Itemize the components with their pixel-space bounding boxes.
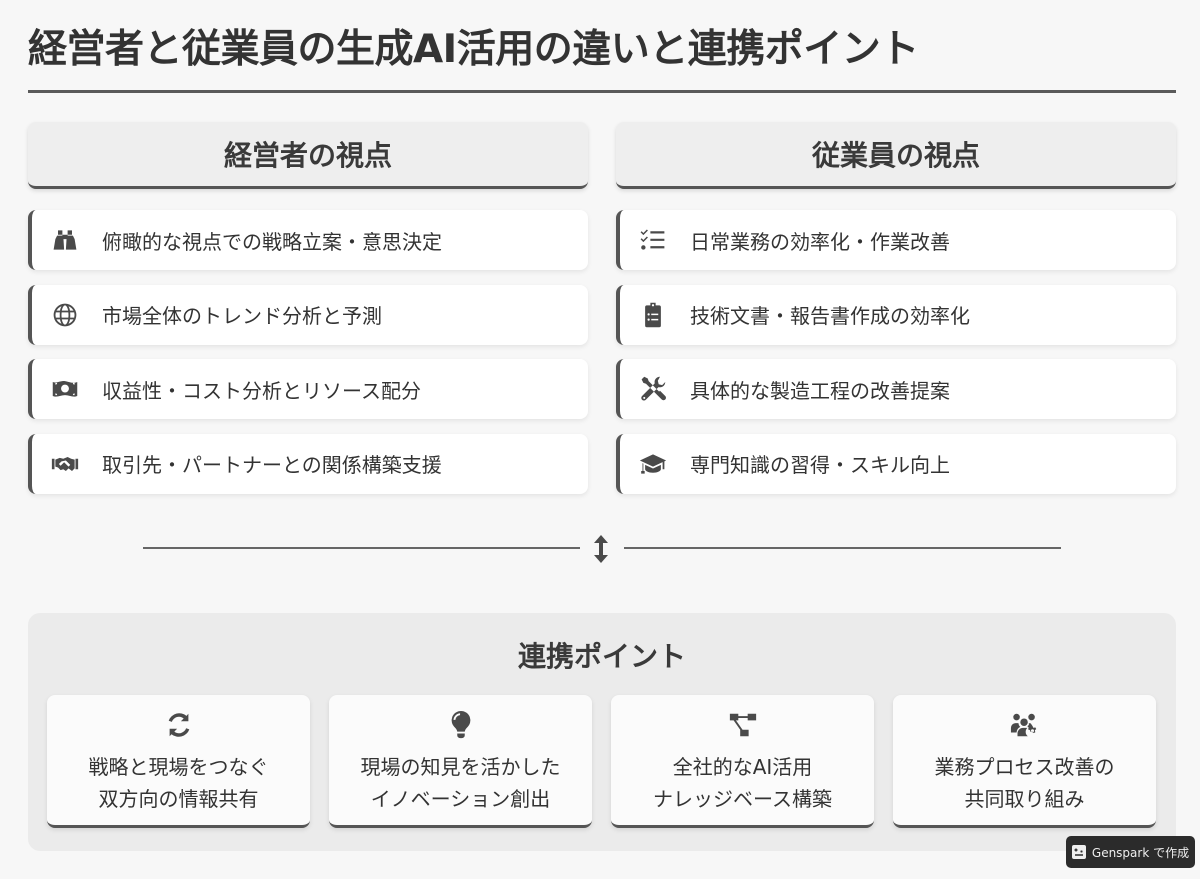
list-item: 具体的な製造工程の改善提案 xyxy=(616,359,1176,419)
executive-perspective-column: 経営者の視点 俯瞰的な視点での戦略立案・意思決定 市場全体のトレンド分析と予測 … xyxy=(28,122,588,508)
list-item: 日常業務の効率化・作業改善 xyxy=(616,210,1176,270)
collaboration-card: 全社的なAI活用 ナレッジベース構築 xyxy=(611,695,874,828)
users-cog-icon xyxy=(1009,709,1041,741)
genspark-logo-icon xyxy=(1071,845,1086,859)
item-text: 専門知識の習得・スキル向上 xyxy=(690,453,950,477)
divider-line-right xyxy=(624,547,1061,549)
list-item: 専門知識の習得・スキル向上 xyxy=(616,433,1176,494)
tools-icon xyxy=(638,374,668,404)
item-text: 取引先・パートナーとの関係構築支援 xyxy=(102,453,442,477)
handshake-icon xyxy=(50,449,80,479)
card-line-2: ナレッジベース構築 xyxy=(653,787,832,811)
collaboration-card: 現場の知見を活かした イノベーション創出 xyxy=(329,695,592,828)
list-item: 収益性・コスト分析とリソース配分 xyxy=(28,359,588,419)
divider-line-left xyxy=(143,547,580,549)
card-line-1: 全社的なAI活用 xyxy=(672,755,813,779)
collaboration-panel: 連携ポイント 戦略と現場をつなぐ 双方向の情報共有 現場の知見を活かした イノベ… xyxy=(28,613,1176,851)
clipboard-list-icon xyxy=(638,300,668,330)
list-item: 取引先・パートナーとの関係構築支援 xyxy=(28,433,588,494)
arrows-up-down-icon xyxy=(591,535,611,563)
executive-header: 経営者の視点 xyxy=(28,122,588,189)
graduation-cap-icon xyxy=(638,449,668,479)
card-line-2: イノベーション創出 xyxy=(370,787,551,811)
item-text: 市場全体のトレンド分析と予測 xyxy=(102,304,382,328)
title-divider xyxy=(28,90,1176,93)
collaboration-card: 戦略と現場をつなぐ 双方向の情報共有 xyxy=(47,695,310,828)
item-text: 技術文書・報告書作成の効率化 xyxy=(690,304,970,328)
card-line-2: 共同取り組み xyxy=(964,787,1085,811)
card-line-2: 双方向の情報共有 xyxy=(98,787,259,811)
badge-label: Genspark で作成 xyxy=(1091,845,1190,860)
card-line-1: 業務プロセス改善の xyxy=(934,755,1115,779)
list-check-icon xyxy=(638,225,668,255)
item-text: 日常業務の効率化・作業改善 xyxy=(690,229,950,254)
card-line-1: 戦略と現場をつなぐ xyxy=(88,755,269,779)
list-item: 市場全体のトレンド分析と予測 xyxy=(28,284,588,345)
genspark-badge[interactable]: Genspark で作成 xyxy=(1066,836,1195,868)
project-diagram-icon xyxy=(727,709,759,741)
page-title: 経営者と従業員の生成AI活用の違いと連携ポイント xyxy=(28,27,919,72)
employee-perspective-column: 従業員の視点 日常業務の効率化・作業改善 技術文書・報告書作成の効率化 具体的な… xyxy=(616,122,1176,508)
globe-icon xyxy=(50,300,80,330)
collaboration-title: 連携ポイント xyxy=(517,640,686,673)
sync-icon xyxy=(163,709,195,741)
collaboration-card: 業務プロセス改善の 共同取り組み xyxy=(893,695,1156,828)
binoculars-icon xyxy=(50,225,80,255)
lightbulb-icon xyxy=(445,709,477,741)
item-text: 具体的な製造工程の改善提案 xyxy=(690,378,950,403)
section-divider xyxy=(0,535,1200,563)
money-bill-icon xyxy=(50,374,80,404)
employee-header: 従業員の視点 xyxy=(616,122,1176,189)
item-text: 収益性・コスト分析とリソース配分 xyxy=(102,378,421,403)
item-text: 俯瞰的な視点での戦略立案・意思決定 xyxy=(102,229,442,254)
list-item: 技術文書・報告書作成の効率化 xyxy=(616,284,1176,345)
card-line-1: 現場の知見を活かした xyxy=(360,755,561,779)
list-item: 俯瞰的な視点での戦略立案・意思決定 xyxy=(28,210,588,270)
